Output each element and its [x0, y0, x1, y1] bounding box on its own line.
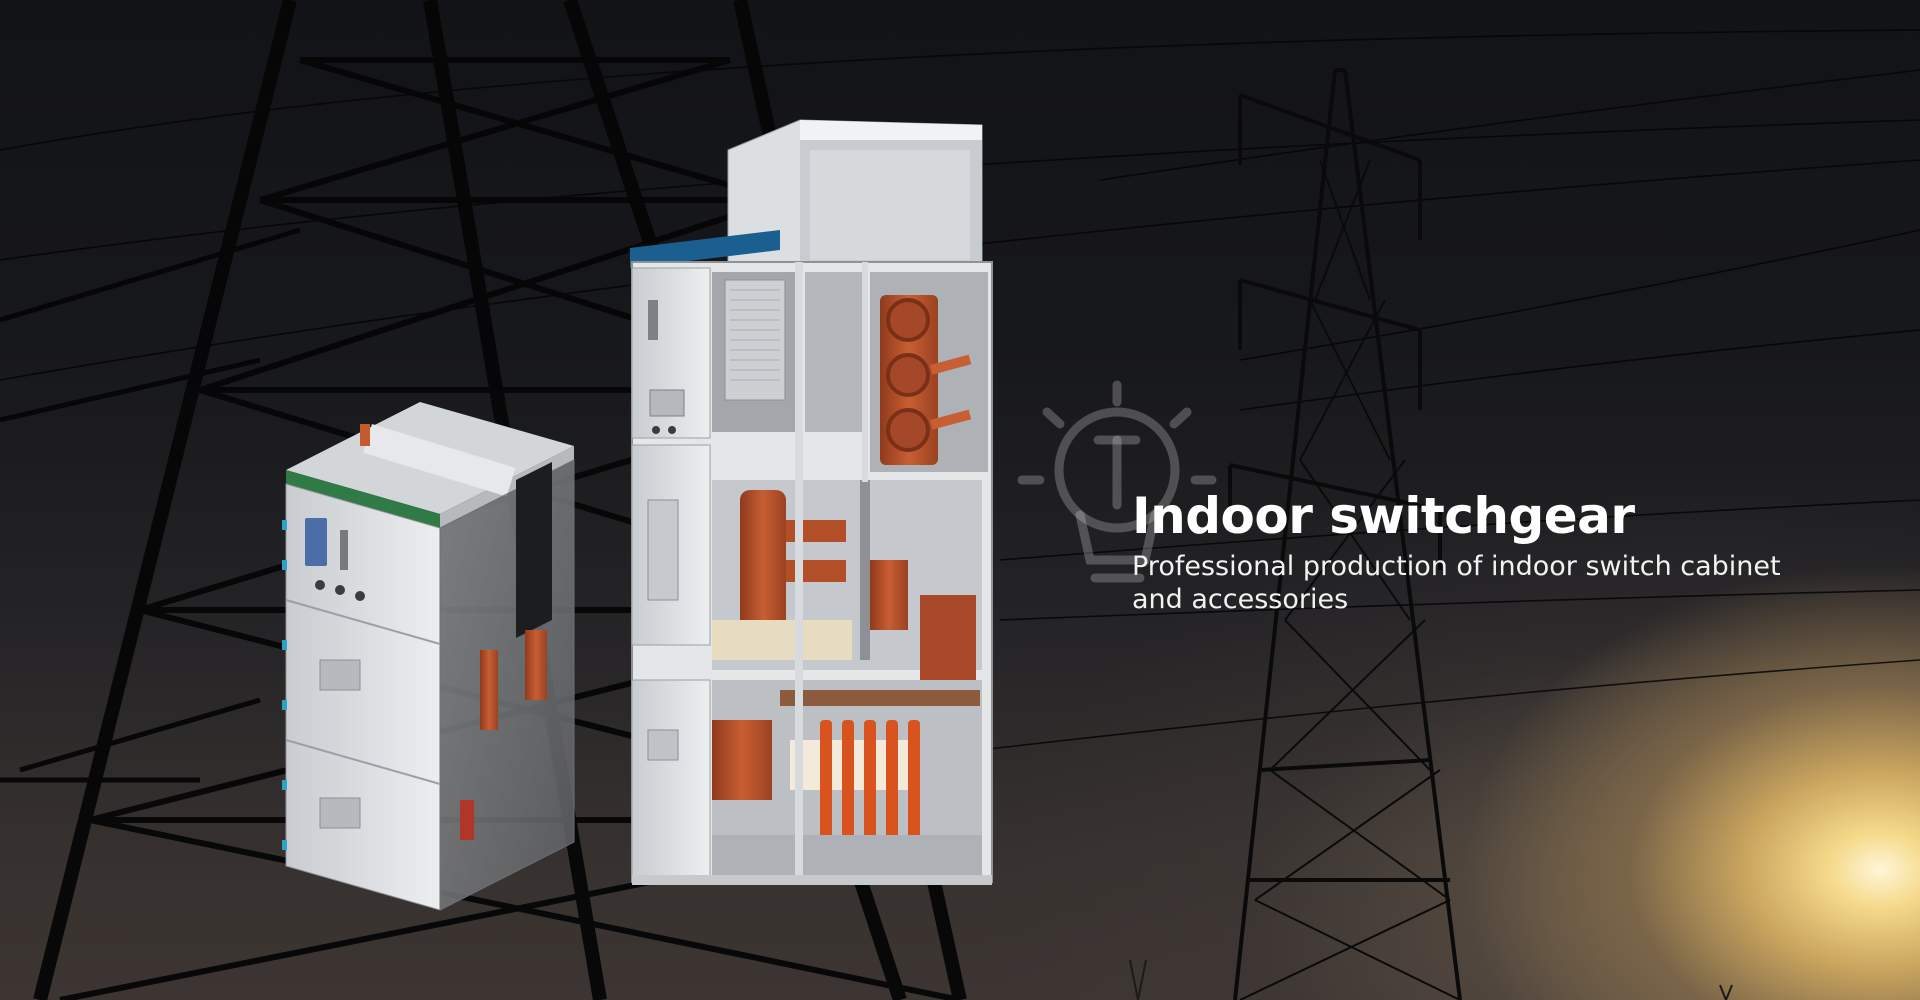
banner-text: Indoor switchgear Professional productio… — [1132, 486, 1892, 616]
lightbulb-icon — [1017, 380, 1217, 583]
left-cabinet-illustration — [282, 402, 575, 911]
right-tower-silhouette — [1228, 68, 1462, 1000]
banner-title: Indoor switchgear — [1132, 487, 1635, 545]
main-cabinet-illustration — [630, 119, 993, 885]
distant-towers — [1129, 959, 1733, 1000]
banner-subtitle: Professional production of indoor switch… — [1132, 551, 1781, 615]
